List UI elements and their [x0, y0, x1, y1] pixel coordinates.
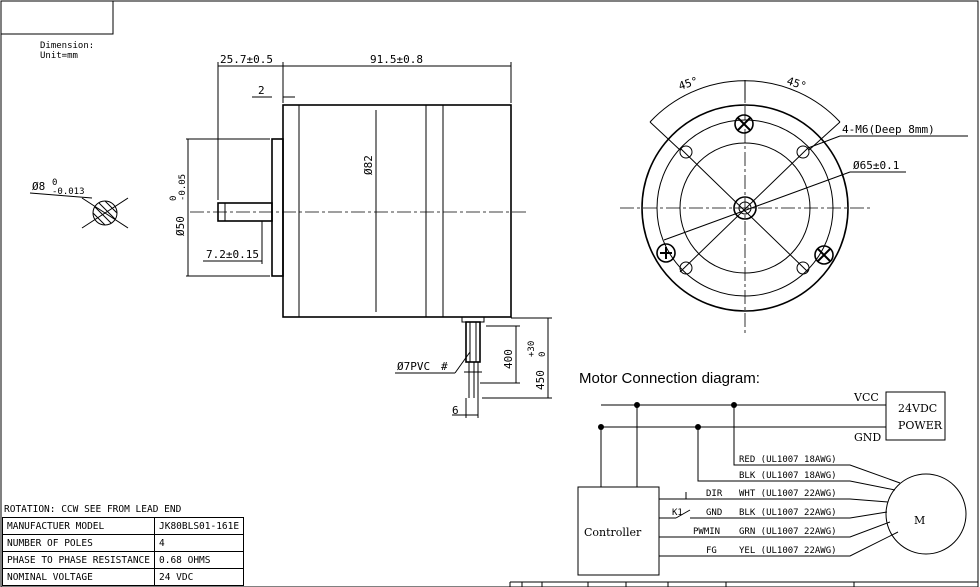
- mount-hole-tr: [796, 145, 810, 159]
- spec-table: MANUFACTUER MODEL JK80BLS01-161E NUMBER …: [2, 517, 245, 586]
- power-line2: POWER: [898, 419, 943, 432]
- mount-hole-bl: [679, 261, 693, 275]
- bolt-circle-dim: Ø65±0.1: [853, 159, 899, 172]
- lead-pitch-dim: 6: [452, 404, 459, 417]
- gnd-label: GND: [854, 431, 881, 444]
- spec-label: MANUFACTUER MODEL: [2, 517, 155, 535]
- angle-left: 45°: [677, 74, 700, 93]
- signal-dir: DIR: [706, 489, 723, 499]
- shaft-flat-dim: 7.2±0.15: [206, 248, 259, 261]
- power-box: [885, 391, 946, 441]
- body-length-dim: 91.5±0.8: [370, 53, 423, 66]
- front-view: 45° 45° 4-M6(Deep 8mm) Ø65±0.1: [620, 74, 968, 333]
- pilot-diameter-dim: Ø50: [174, 216, 187, 236]
- motor-body: [282, 104, 512, 318]
- wire-blk-signal: BLK (UL1007 22AWG): [739, 508, 837, 518]
- connection-diagram: VCC GND 24VDC POWER Controller RED (UL10…: [577, 391, 967, 576]
- cable-tol-lower: 0: [538, 352, 548, 357]
- wire-grn: GRN (UL1007 22AWG): [739, 527, 837, 537]
- table-row: NUMBER OF POLES 4: [2, 534, 245, 552]
- side-view: 25.7±0.5 91.5±0.8 2 Ø82 Ø50 0 -0.05 7.2±…: [169, 53, 552, 418]
- spec-value: 0.68 OHMS: [153, 551, 245, 569]
- controller-box: [577, 486, 660, 576]
- dimension-note-line1: Dimension:: [40, 41, 94, 51]
- spec-label: PHASE TO PHASE RESISTANCE: [2, 551, 155, 569]
- pilot-height-dim: 2: [258, 84, 265, 97]
- body-diameter-dim: Ø82: [362, 155, 375, 175]
- motor-label: M: [914, 514, 925, 527]
- title-box: [1, 1, 114, 35]
- flange-thickness-dim: 25.7±0.5: [220, 53, 273, 66]
- shaft-tol-lower: -0.013: [52, 187, 85, 197]
- table-row: PHASE TO PHASE RESISTANCE 0.68 OHMS: [2, 551, 245, 569]
- screw-top: [734, 114, 754, 134]
- table-row: NOMINAL VOLTAGE 24 VDC: [2, 568, 245, 586]
- bottom-table-fragment: [509, 581, 978, 587]
- wire-red: RED (UL1007 18AWG): [739, 455, 837, 465]
- motor-symbol: [885, 473, 967, 555]
- screw-left: [656, 243, 676, 263]
- spec-label: NOMINAL VOLTAGE: [2, 568, 155, 586]
- dimension-note-line2: Unit=mm: [40, 51, 78, 61]
- table-row: MANUFACTUER MODEL JK80BLS01-161E: [2, 517, 245, 535]
- signal-fg: FG: [706, 546, 717, 556]
- shaft-tol-upper: 0: [52, 178, 57, 188]
- front-outer-circle: [641, 104, 849, 312]
- vcc-label: VCC: [853, 391, 879, 404]
- spec-value: 24 VDC: [153, 568, 245, 586]
- pilot-tol-lower: -0.05: [178, 174, 188, 201]
- screw-right: [814, 245, 834, 265]
- pilot: [271, 138, 284, 277]
- connection-title: Motor Connection diagram:: [579, 370, 760, 387]
- wire-yel: YEL (UL1007 22AWG): [739, 546, 837, 556]
- cable-dia-label: Ø7PVC: [397, 360, 430, 373]
- cable-length-dim: 450: [534, 370, 547, 390]
- cable-mark: #: [441, 360, 448, 373]
- spec-label: NUMBER OF POLES: [2, 534, 155, 552]
- mount-hole-tl: [679, 145, 693, 159]
- signal-pwmin: PWMIN: [693, 527, 720, 537]
- front-shaft-circle: [733, 196, 757, 220]
- shaft-dia: Ø8: [32, 180, 45, 193]
- lead-length-dim: 400: [502, 349, 515, 369]
- wire-blk-power: BLK (UL1007 18AWG): [739, 471, 837, 481]
- controller-label: Controller: [584, 526, 642, 539]
- pilot-tol-upper: 0: [169, 196, 179, 201]
- spec-value: JK80BLS01-161E: [153, 517, 245, 535]
- signal-gnd: GND: [706, 508, 722, 518]
- cable-tol-upper: +30: [527, 341, 537, 357]
- holes-label: 4-M6(Deep 8mm): [842, 123, 935, 136]
- mount-hole-br: [796, 261, 810, 275]
- spec-caption: ROTATION: CCW SEE FROM LEAD END: [4, 504, 182, 515]
- power-line1: 24VDC: [898, 402, 937, 415]
- switch-label: K1: [672, 508, 683, 518]
- angle-right: 45°: [785, 74, 808, 93]
- cable: [465, 321, 481, 363]
- wire-wht: WHT (UL1007 22AWG): [739, 489, 837, 499]
- spec-value: 4: [153, 534, 245, 552]
